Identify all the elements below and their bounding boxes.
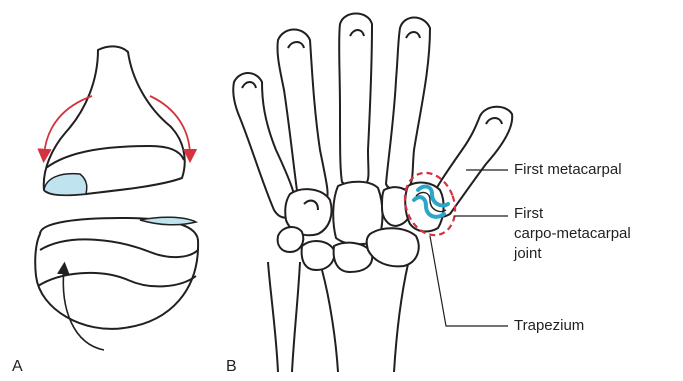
scaphoid (367, 228, 419, 266)
hand-skeleton (233, 14, 512, 373)
label-cmc-joint-line1: First (514, 205, 543, 223)
metacarpal-3 (339, 14, 372, 187)
upper-saddle-surface (44, 46, 185, 195)
lower-saddle-outline (35, 218, 198, 329)
ulna (268, 262, 300, 372)
triquetrum (302, 241, 335, 270)
panel-label-a: A (12, 358, 23, 376)
saddle-joint-illustration (35, 46, 198, 329)
metacarpal-2 (386, 18, 430, 191)
radius (322, 264, 408, 372)
label-cmc-joint-line3: joint (514, 245, 542, 263)
panel-label-b: B (226, 358, 237, 376)
pisiform (278, 227, 304, 252)
label-first-metacarpal: First metacarpal (514, 161, 622, 179)
label-trapezium: Trapezium (514, 317, 584, 335)
label-cmc-joint-line2: carpo-metacarpal (514, 225, 631, 243)
leader-trapezium (430, 236, 508, 326)
